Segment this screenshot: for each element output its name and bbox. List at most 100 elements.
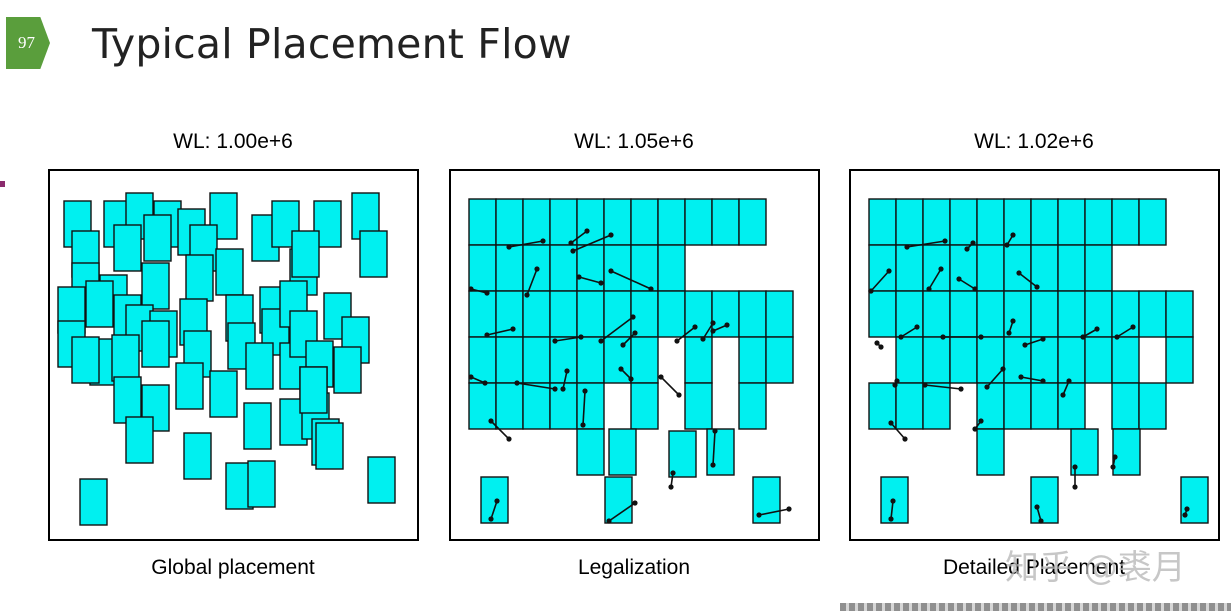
pin-dot <box>540 238 546 244</box>
placed-cell <box>247 460 276 508</box>
pin-dot <box>938 266 944 272</box>
legal-cell <box>549 336 578 384</box>
displacement-line <box>572 234 612 252</box>
detailed-cell <box>1030 244 1059 292</box>
legal-cell <box>576 382 605 430</box>
pin-dot <box>1184 506 1190 512</box>
panel-1-global-placement <box>48 169 419 541</box>
placed-cell <box>175 362 204 410</box>
pin-dot <box>890 498 896 504</box>
displacement-line <box>582 390 586 426</box>
placed-cell <box>215 248 244 296</box>
legal-cell <box>468 244 497 292</box>
panel-1-wirelength: WL: 1.00e+6 <box>173 130 293 153</box>
pin-dot <box>1072 484 1078 490</box>
detailed-cell <box>976 290 1005 338</box>
placed-cell <box>333 346 362 394</box>
displacement-line <box>570 230 588 244</box>
slide-number-badge: 97 <box>6 17 50 69</box>
legal-cell <box>657 244 686 292</box>
pin-dot <box>710 328 716 334</box>
pin-dot <box>1018 374 1024 380</box>
pin-dot <box>886 268 892 274</box>
displacement-line <box>924 384 962 390</box>
legal-cell <box>684 198 713 246</box>
legal-cell <box>668 430 697 478</box>
detailed-cell <box>868 198 897 246</box>
pin-dot <box>488 516 494 522</box>
placed-cell <box>313 200 342 248</box>
displacement-line <box>1082 328 1098 338</box>
pin-dot <box>874 340 880 346</box>
pin-dot <box>510 326 516 332</box>
placed-cell <box>243 402 272 450</box>
pin-dot <box>668 484 674 490</box>
detailed-cell <box>1111 336 1140 384</box>
legal-cell <box>495 336 524 384</box>
legal-cell <box>608 428 637 476</box>
detailed-cell <box>1030 198 1059 246</box>
displacement-line <box>470 288 488 294</box>
panel-2-caption: Legalization <box>577 556 691 579</box>
panel-2-legalization <box>449 169 820 541</box>
pin-dot <box>892 382 898 388</box>
legal-cell <box>657 290 686 338</box>
detailed-cell <box>1057 382 1086 430</box>
detailed-cell <box>976 244 1005 292</box>
detailed-cell <box>1003 382 1032 430</box>
pin-dot <box>578 334 584 340</box>
pin-dot <box>1010 232 1016 238</box>
pin-dot <box>1040 336 1046 342</box>
detailed-cell <box>1165 336 1194 384</box>
pin-dot <box>904 244 910 250</box>
legal-cell <box>522 290 551 338</box>
legal-cell <box>738 336 767 384</box>
pin-dot <box>958 386 964 392</box>
legal-cell <box>549 198 578 246</box>
legal-cell <box>630 336 659 384</box>
detailed-cell <box>1111 198 1140 246</box>
detailed-cell <box>922 336 951 384</box>
pin-dot <box>710 462 716 468</box>
legal-cell <box>468 336 497 384</box>
detailed-cell <box>949 198 978 246</box>
pin-dot <box>942 238 948 244</box>
legal-cell <box>468 198 497 246</box>
detailed-cell <box>1030 336 1059 384</box>
detailed-cell <box>1165 290 1194 338</box>
pin-dot <box>1110 464 1116 470</box>
pin-dot <box>564 368 570 374</box>
detailed-cell <box>868 290 897 338</box>
detailed-placement-cells <box>868 198 1209 524</box>
panel-1-caption: Global placement <box>151 556 315 579</box>
legal-cell <box>684 336 713 384</box>
pin-dot <box>914 324 920 330</box>
pin-dot <box>1182 512 1188 518</box>
detailed-cell <box>895 198 924 246</box>
legal-cell <box>711 198 740 246</box>
displacement-line <box>712 430 716 466</box>
pin-dot <box>970 240 976 246</box>
pin-dot <box>606 518 612 524</box>
pin-dot <box>1080 334 1086 340</box>
pin-dot <box>506 244 512 250</box>
pin-dot <box>608 268 614 274</box>
bottom-decoration <box>840 603 1231 611</box>
displacement-line <box>890 422 906 440</box>
pin-dot <box>506 436 512 442</box>
detailed-cell <box>949 336 978 384</box>
pin-dot <box>576 274 582 280</box>
pin-dot <box>712 428 718 434</box>
pin-dot <box>534 266 540 272</box>
displacement-line <box>1024 338 1044 346</box>
legal-cell <box>603 244 632 292</box>
displacement-line <box>486 328 514 336</box>
detailed-cell <box>1138 382 1167 430</box>
left-accent-mark <box>0 181 5 187</box>
displacement-line <box>870 270 890 292</box>
detailed-cell <box>1057 290 1086 338</box>
placed-cell <box>143 214 172 262</box>
legal-cell <box>495 382 524 430</box>
detailed-cell <box>895 382 924 430</box>
panel-2-wirelength: WL: 1.05e+6 <box>574 130 694 153</box>
